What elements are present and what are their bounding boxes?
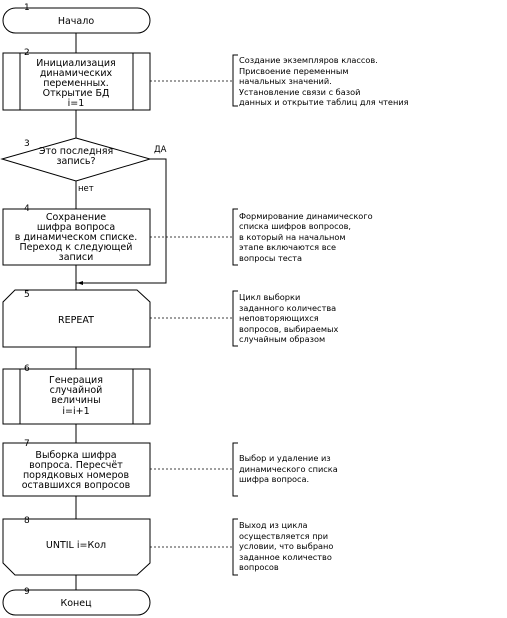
comment-5-line: условии, что выбрано (239, 541, 333, 551)
block-7-line: вопроса. Пересчёт (29, 460, 123, 471)
block-4-line: в динамическом списке. (15, 232, 138, 243)
comment-5-line: заданное количество (239, 552, 332, 562)
comment-3-line: Цикл выборки (239, 292, 300, 302)
block-3-number: 3 (24, 139, 30, 149)
block-6-line: Генерация (49, 375, 103, 386)
block-7-number: 7 (24, 439, 30, 449)
comment-2-line: списка шифров вопросов, (239, 221, 351, 231)
comment-5: Выход из цикла осуществляется при услови… (239, 520, 333, 572)
block-6-number: 6 (24, 364, 30, 374)
comment-2: Формирование динамического списка шифров… (239, 211, 373, 263)
block-1-line: Начало (58, 16, 94, 27)
comment-2-line: Формирование динамического (239, 211, 373, 221)
block-1-number: 1 (24, 3, 30, 13)
block-9-end: Конец 9 (2, 587, 151, 616)
block-2-line: i=1 (68, 98, 85, 109)
block-2-init: Инициализация динамических переменных. О… (2, 48, 151, 111)
comment-4-line: динамического списка (239, 464, 338, 474)
comment-2-line: вопросы теста (239, 253, 302, 263)
comment-1-line: Создание экземпляров классов. (239, 55, 378, 65)
block-5-repeat: REPEAT 5 (2, 289, 151, 348)
comment-3-line: случайным образом (239, 334, 325, 344)
block-9-line: Конец (60, 598, 92, 609)
comment-4: Выбор и удаление из динамического списка… (239, 453, 338, 484)
block-4-number: 4 (24, 204, 30, 214)
block-2-number: 2 (24, 48, 30, 58)
block-6-line: i=i+1 (62, 406, 89, 417)
block-2-line: Инициализация (36, 58, 115, 69)
block-5-line: REPEAT (58, 315, 94, 326)
block-6-line: величины (51, 395, 100, 406)
block-8-line: UNTIL i=Кол (46, 540, 106, 551)
block-4-line: шифра вопроса (37, 222, 115, 233)
comment-3-line: вопросов, выбираемых (239, 324, 338, 334)
block-3-decision: Это последняя запись? 3 ДА нет (0, 137, 167, 194)
comment-3-line: заданного количества (239, 303, 336, 313)
block-4-line: записи (59, 252, 94, 263)
comment-1-line: Присвоение переменным (239, 66, 349, 76)
block-6-line: случайной (50, 385, 103, 396)
block-4-line: Переход к следующей (20, 242, 133, 253)
block-8-number: 8 (24, 516, 30, 526)
comment-2-line: этапе включаются все (239, 242, 336, 252)
block-7-line: Выборка шифра (35, 450, 116, 461)
comment-connectors (150, 54, 238, 576)
block-7-line: порядковых номеров (23, 470, 130, 481)
block-4-line: Сохранение (46, 212, 106, 223)
block-5-number: 5 (24, 290, 30, 300)
decision-no-label: нет (78, 184, 94, 194)
block-3-line: запись? (56, 156, 95, 167)
block-7-select: Выборка шифра вопроса. Пересчёт порядков… (2, 439, 151, 497)
block-2-line: переменных. (43, 78, 109, 89)
comment-5-line: осуществляется при (239, 531, 328, 541)
comment-5-line: вопросов (239, 562, 279, 572)
block-2-line: Открытие БД (43, 88, 110, 99)
block-7-line: оставшихся вопросов (22, 480, 131, 491)
comment-1: Создание экземпляров классов. Присвоение… (239, 55, 409, 107)
comment-1-line: начальных значений. (239, 76, 332, 86)
main-flow-connectors (75, 33, 167, 590)
comment-3-line: неповторяющихся (239, 313, 319, 323)
decision-yes-label: ДА (154, 145, 167, 155)
block-4-save-code: Сохранение шифра вопроса в динамическом … (2, 204, 151, 266)
block-6-random: Генерация случайной величины i=i+1 6 (2, 364, 151, 425)
comment-3: Цикл выборки заданного количества неповт… (239, 292, 338, 344)
comment-1-line: данных и открытие таблиц для чтения (239, 97, 409, 107)
block-8-until: UNTIL i=Кол 8 (2, 516, 151, 576)
block-2-line: динамических (40, 68, 113, 79)
block-3-line: Это последняя (39, 146, 113, 157)
block-1-start: Начало 1 (2, 3, 151, 34)
comment-2-line: в который на начальном (239, 232, 346, 242)
comment-5-line: Выход из цикла (239, 520, 308, 530)
comment-4-line: Выбор и удаление из (239, 453, 331, 463)
comment-1-line: Установление связи с базой (239, 87, 360, 97)
block-9-number: 9 (24, 587, 30, 597)
comment-4-line: шифра вопроса. (239, 474, 309, 484)
